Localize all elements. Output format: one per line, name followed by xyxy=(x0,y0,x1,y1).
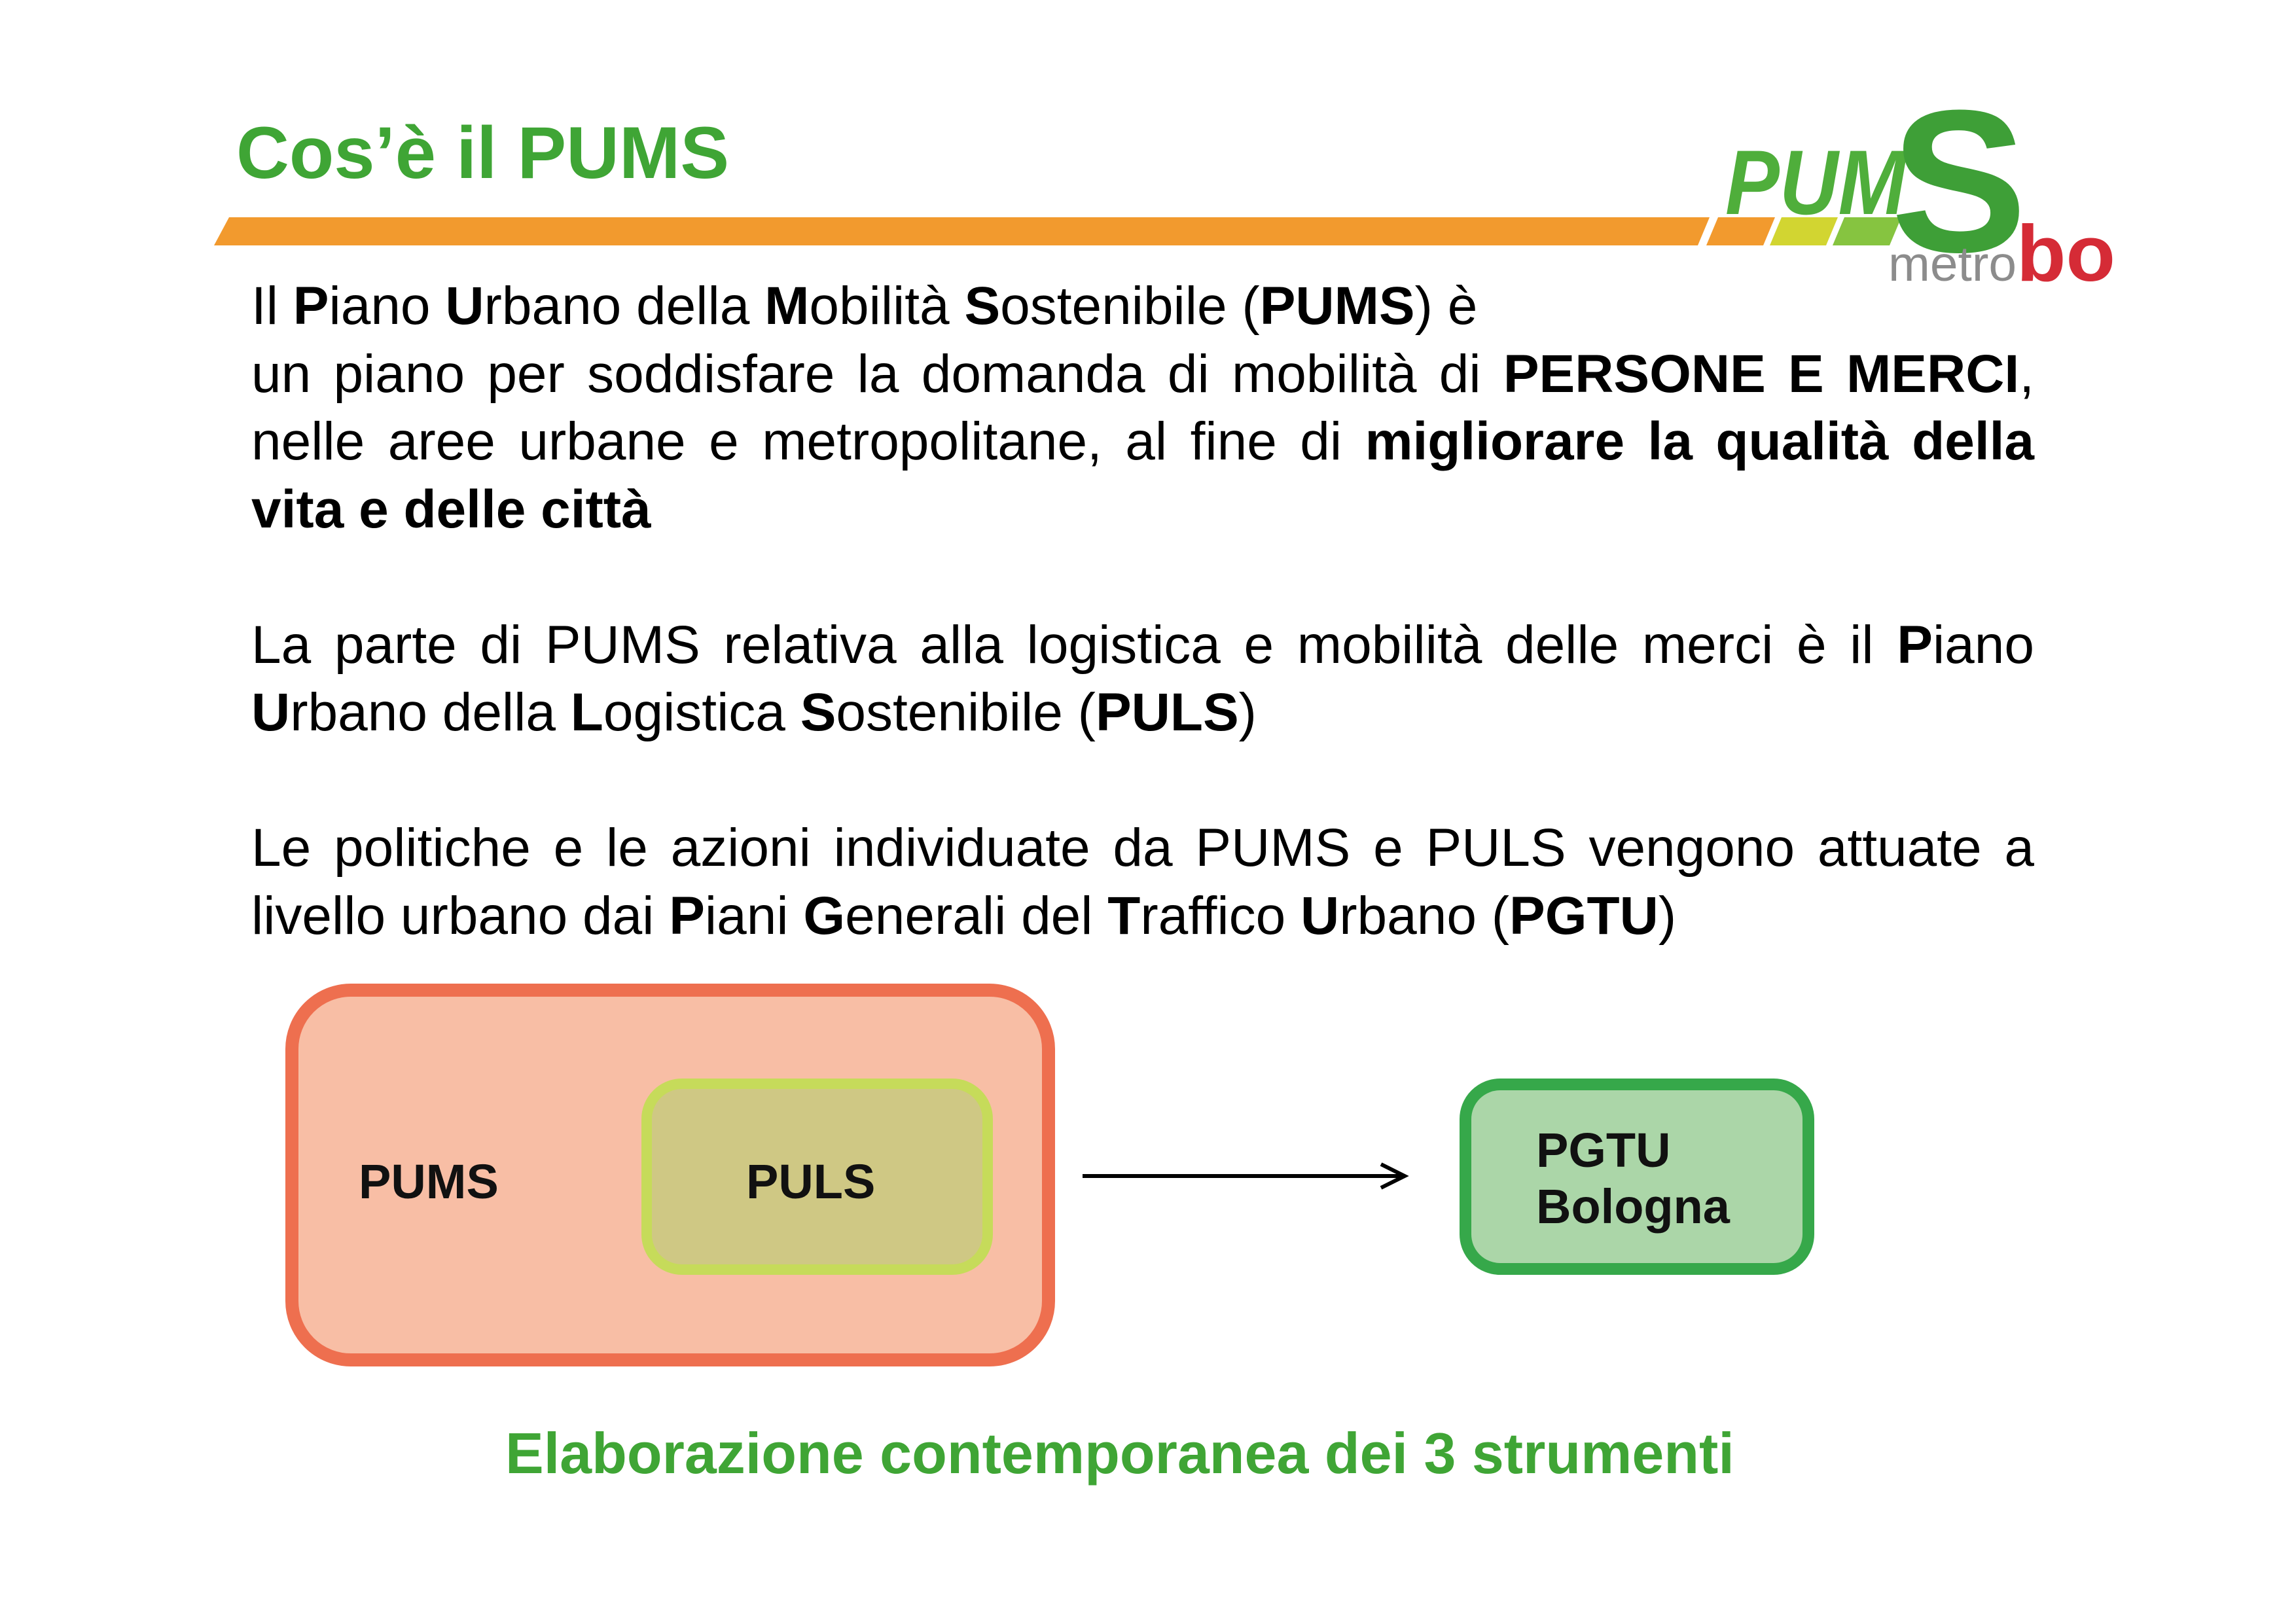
body-text-bold-run: L xyxy=(570,683,603,742)
puls-box-label: PULS xyxy=(746,1154,876,1209)
body-line: un piano per soddisfare la domanda di mo… xyxy=(251,340,2034,408)
logo-bo-text: bo xyxy=(2017,209,2115,298)
body-line: Urbano della Logistica Sostenibile (PULS… xyxy=(251,679,2034,747)
logo-metro-text: metro xyxy=(1888,236,2017,291)
body-text-bold-run: PUMS xyxy=(1259,276,1415,336)
body-text-bold-run: P xyxy=(1897,615,1933,675)
body-text-run: raffico xyxy=(1140,885,1300,946)
body-text-bold-run: PGTU xyxy=(1509,885,1659,946)
body-text-bold-run: migliorare la qualità della xyxy=(1365,412,2034,471)
logo-pum-text: PUM xyxy=(1725,131,1908,234)
body-line: vita e delle città xyxy=(251,476,2034,544)
body-text-run: ) è xyxy=(1414,276,1478,336)
body-line: Le politiche e le azioni individuate da … xyxy=(251,814,2034,882)
pgtu-box-label-line2: Bologna xyxy=(1536,1179,1730,1234)
paragraph-pgtu-implementation: Le politiche e le azioni individuate da … xyxy=(251,814,2034,950)
body-text-run: , xyxy=(2019,344,2035,404)
body-text-run: iani xyxy=(704,885,804,946)
body-text-run: ogistica xyxy=(603,683,800,742)
body-text-bold-run: U xyxy=(445,276,484,336)
body-text-run: livello urbano dai xyxy=(251,885,670,946)
puls-box xyxy=(641,1079,993,1275)
logo-orange-stripe xyxy=(1706,217,1775,245)
header-decoration: PUM S metro bo xyxy=(214,67,2115,298)
body-text-run: enerali del xyxy=(845,885,1108,946)
body-text-bold-run: U xyxy=(251,683,291,742)
body-text-run: rbano della xyxy=(484,276,765,336)
pums-box-label: PUMS xyxy=(359,1154,499,1209)
pgtu-bologna-box xyxy=(1460,1079,1814,1275)
body-text-run: ) xyxy=(1238,683,1257,742)
body-text-bold-run: S xyxy=(800,683,836,742)
body-text-bold-run: M xyxy=(764,276,810,336)
body-text-run: Il xyxy=(251,276,293,336)
arrow-head xyxy=(1380,1162,1409,1190)
body-text: Il Piano Urbano della Mobilità Sostenibi… xyxy=(251,272,2034,950)
paragraph-pums-definition: Il Piano Urbano della Mobilità Sostenibi… xyxy=(251,272,2034,543)
body-text-bold-run: P xyxy=(669,885,705,946)
body-text-run: nelle aree urbane e metropolitane, al fi… xyxy=(251,412,1365,471)
body-text-bold-run: G xyxy=(803,885,846,946)
body-text-bold-run: vita e delle città xyxy=(251,479,651,539)
body-text-run: rbano della xyxy=(290,683,571,742)
body-line: Il Piano Urbano della Mobilità Sostenibi… xyxy=(251,272,2034,340)
slide-title: Cos’è il PUMS xyxy=(236,112,730,194)
paragraph-puls-definition: La parte di PUMS relativa alla logistica… xyxy=(251,611,2034,747)
body-text-run: Le politiche e le azioni individuate da … xyxy=(251,818,2034,878)
body-text-bold-run: PULS xyxy=(1095,683,1239,742)
logo-s-letter: S xyxy=(1891,67,2027,294)
body-text-run: obilità xyxy=(809,276,965,336)
body-text-run: ostenibile ( xyxy=(836,683,1096,742)
body-text-bold-run: T xyxy=(1107,885,1141,946)
logo-yellow-stripe xyxy=(1770,217,1838,245)
body-line: livello urbano dai Piani Generali del Tr… xyxy=(251,882,2034,950)
body-text-bold-run: PERSONE E MERCI xyxy=(1503,344,2020,404)
body-line: La parte di PUMS relativa alla logistica… xyxy=(251,611,2034,679)
body-text-run: iano xyxy=(1932,615,2034,675)
logo-green-stripe xyxy=(1833,217,1901,245)
body-text-run: un piano per soddisfare la domanda di mo… xyxy=(251,344,1503,404)
body-line: nelle aree urbane e metropolitane, al fi… xyxy=(251,408,2034,476)
body-text-run: iano xyxy=(329,276,446,336)
body-text-bold-run: U xyxy=(1300,885,1340,946)
body-text-run: ostenibile ( xyxy=(1000,276,1260,336)
diagram-caption: Elaborazione contemporanea dei 3 strumen… xyxy=(505,1421,1734,1486)
pums-metro-bo-logo: PUM S metro bo xyxy=(1706,67,2115,298)
orange-header-bar xyxy=(214,217,1710,245)
pgtu-box-label-line1: PGTU xyxy=(1536,1123,1671,1177)
arrow-icon xyxy=(1083,1162,1409,1190)
body-text-run: ) xyxy=(1658,885,1677,946)
body-text-run: rbano ( xyxy=(1339,885,1510,946)
body-text-run: La parte di PUMS relativa alla logistica… xyxy=(251,615,1897,675)
body-text-bold-run: P xyxy=(293,276,329,336)
body-text-bold-run: S xyxy=(964,276,1001,336)
